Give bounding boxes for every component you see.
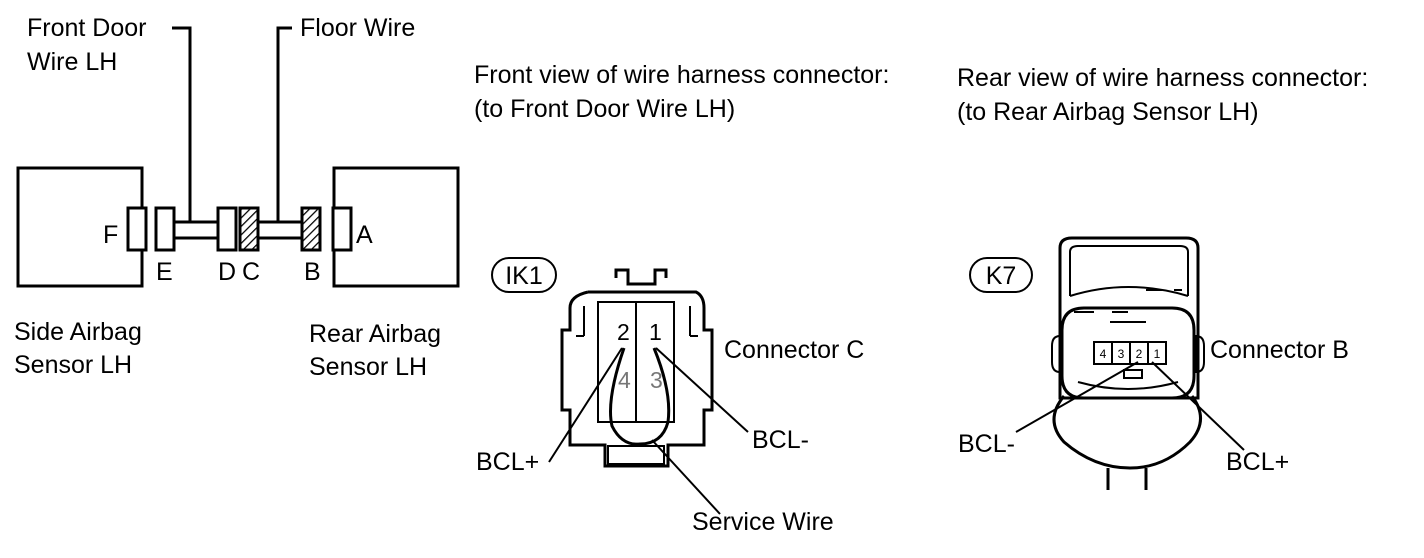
- k7-lower-arc: [1077, 381, 1179, 390]
- k7-pin-4: 4: [1100, 347, 1107, 361]
- rear-airbag-sensor-box: [332, 166, 460, 288]
- k7-code-label: K7: [986, 262, 1017, 290]
- connector-C-label: C: [242, 258, 260, 286]
- bcl-minus-label-front: BCL-: [752, 426, 809, 454]
- front-door-wire-label-line1: Front Door: [27, 14, 146, 42]
- ik1-latch: [607, 445, 665, 465]
- bcl-plus-leader-rear: [1151, 361, 1245, 451]
- k7-pin-3: 3: [1118, 347, 1125, 361]
- connector-E-label: E: [156, 258, 173, 286]
- rear-airbag-sensor-label-line1: Rear Airbag: [309, 320, 441, 348]
- ik1-pin-4: 4: [618, 367, 631, 393]
- bcl-plus-label-rear: BCL+: [1226, 448, 1289, 476]
- ik1-pin-3: 3: [650, 367, 663, 393]
- k7-lower-key: [1123, 369, 1143, 379]
- k7-boot: [1052, 395, 1202, 470]
- k7-side-latches: [1051, 334, 1205, 374]
- k7-inner-face: [1060, 306, 1196, 400]
- side-airbag-sensor-box: [16, 166, 144, 288]
- connector-F: [126, 206, 148, 252]
- ik1-connector-body: [560, 268, 714, 468]
- floor-wire-label: Floor Wire: [300, 14, 415, 42]
- connector-A-front: [331, 206, 353, 252]
- rear-airbag-sensor-label-line2: Sensor LH: [309, 353, 427, 381]
- bcl-minus-leader-rear: [1015, 361, 1139, 433]
- ik1-code-label: IK1: [505, 262, 543, 290]
- k7-housing-top-arc: [1069, 286, 1189, 297]
- ik1-pin-1: 1: [649, 319, 662, 345]
- rear-view-section: Rear view of wire harness connector: (to…: [957, 64, 1368, 490]
- connector-B-label: B: [304, 258, 321, 286]
- k7-code-oval: [969, 257, 1033, 293]
- connector-E: [154, 206, 176, 252]
- connector-A-label: A: [356, 221, 373, 249]
- rear-view-title-line2: (to Rear Airbag Sensor LH): [957, 98, 1259, 126]
- k7-top-details: [1074, 289, 1182, 323]
- wiring-layout: Front Door Wire LH Floor Wire F E D C B …: [14, 14, 460, 381]
- ik1-pin-2: 2: [617, 319, 630, 345]
- service-wire-label: Service Wire: [692, 508, 834, 536]
- front-door-wire-label-line2: Wire LH: [27, 48, 117, 76]
- front-view-section: Front view of wire harness connector: (t…: [474, 61, 889, 536]
- k7-connector-housing: [1058, 236, 1200, 400]
- k7-pin-1: 1: [1154, 347, 1161, 361]
- connector-D-label: D: [218, 258, 236, 286]
- wire-segment-2: [256, 220, 304, 240]
- k7-housing-inner: [1069, 245, 1189, 296]
- bcl-plus-leader-front: [548, 347, 623, 463]
- k7-pin-2: 2: [1136, 347, 1143, 361]
- wire-segment-1: [172, 220, 220, 240]
- service-wire-loop: [609, 347, 671, 446]
- ik1-code-oval: [491, 257, 557, 293]
- side-airbag-sensor-label-line2: Sensor LH: [14, 351, 132, 379]
- connector-b-label: Connector B: [1210, 336, 1349, 364]
- ik1-connector-ribs: [576, 306, 698, 337]
- floor-wire-leader: [276, 26, 292, 224]
- bcl-plus-label-front: BCL+: [476, 448, 539, 476]
- front-view-title-line1: Front view of wire harness connector:: [474, 61, 889, 89]
- front-view-title-line2: (to Front Door Wire LH): [474, 95, 735, 123]
- side-airbag-sensor-label-line1: Side Airbag: [14, 318, 142, 346]
- bcl-minus-label-rear: BCL-: [958, 430, 1015, 458]
- connector-D: [216, 206, 238, 252]
- connector-F-label: F: [103, 221, 118, 249]
- front-door-wire-leader: [172, 26, 192, 224]
- service-wire-leader: [651, 439, 721, 515]
- connector-c-label: Connector C: [724, 336, 864, 364]
- k7-cable: [1106, 468, 1148, 490]
- connector-B: [300, 206, 322, 252]
- connector-C: [238, 206, 260, 252]
- bcl-minus-leader-front: [655, 347, 749, 433]
- rear-view-title-line1: Rear view of wire harness connector:: [957, 64, 1368, 92]
